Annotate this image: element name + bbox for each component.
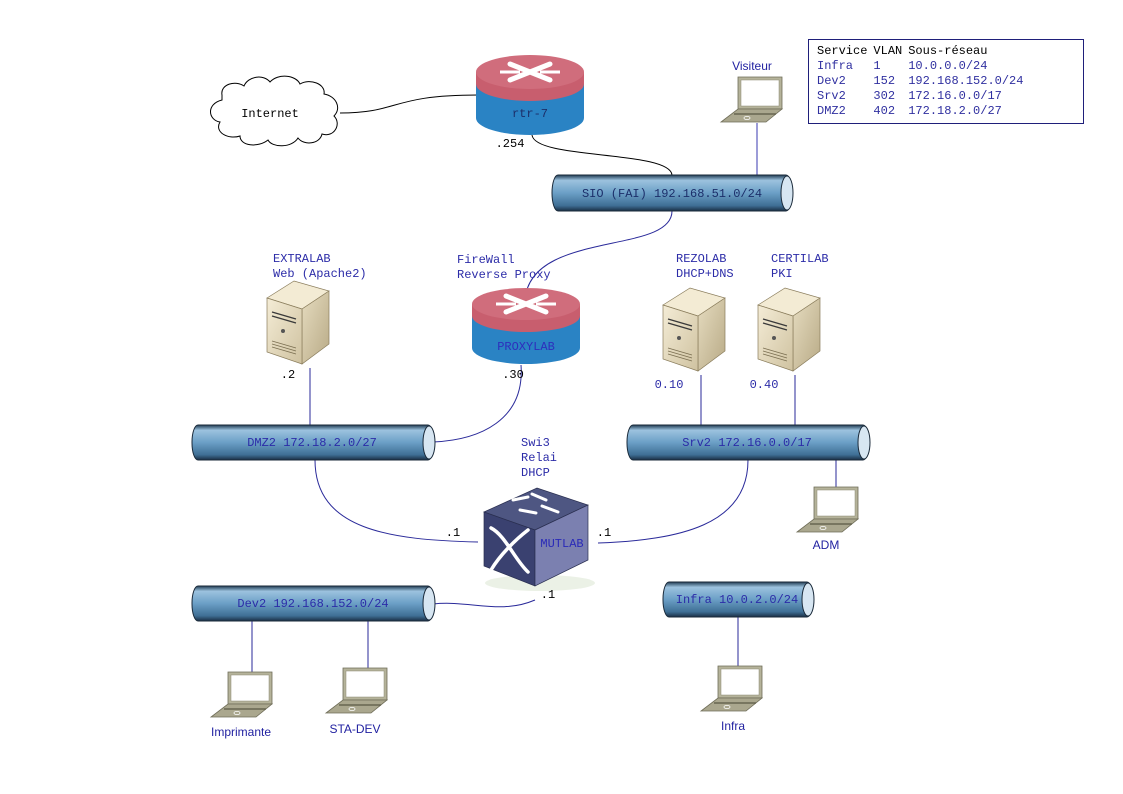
router-proxylab[interactable]: PROXYLAB — [472, 288, 580, 364]
laptop-visiteur[interactable] — [719, 76, 784, 123]
switch-ip-left: .1 — [446, 526, 460, 540]
rezolab-role: DHCP+DNS — [676, 267, 734, 281]
link-dmz2-switch — [314, 459, 479, 543]
segment-infra[interactable]: Infra 10.0.2.0/24 — [662, 581, 815, 618]
cell-vlan: 1 — [873, 59, 881, 73]
segment-srv2[interactable]: Srv2 172.16.0.0/17 — [626, 424, 871, 461]
cell-subnet: 10.0.0.0/24 — [908, 59, 988, 73]
server-rezolab[interactable] — [662, 287, 726, 372]
router-label: rtr-7 — [512, 107, 548, 121]
link-srv2-switch — [597, 459, 749, 544]
server-icon — [757, 287, 821, 372]
segment-label: Dev2 192.168.152.0/24 — [237, 597, 388, 611]
switch-ip-right: .1 — [597, 526, 611, 540]
server-icon — [662, 287, 726, 372]
certilab-ip: 0.40 — [750, 378, 779, 392]
laptop-imprimante[interactable] — [209, 671, 274, 718]
extralab-name: EXTRALAB — [273, 252, 331, 266]
cell-vlan: 302 — [873, 89, 896, 103]
laptop-icon — [324, 667, 389, 714]
server-certilab[interactable] — [757, 287, 821, 372]
switch-icon — [483, 487, 595, 591]
cell-subnet: 172.16.0.0/17 — [908, 89, 1002, 103]
table-header: Service VLAN Sous-réseau — [817, 44, 1029, 59]
segment-label: DMZ2 172.18.2.0/27 — [247, 436, 377, 450]
segment-dev2[interactable]: Dev2 192.168.152.0/24 — [191, 585, 436, 622]
router-icon — [472, 288, 580, 364]
header-vlan: VLAN — [873, 44, 903, 58]
rtr7-ip: .254 — [496, 137, 525, 151]
laptop-icon — [209, 671, 274, 718]
segment-label: SIO (FAI) 192.168.51.0/24 — [582, 187, 762, 201]
laptop-sta-dev[interactable] — [324, 667, 389, 714]
infra-label: Infra — [721, 719, 745, 733]
links — [251, 94, 837, 672]
rezolab-name: REZOLAB — [676, 252, 726, 266]
cell-vlan: 152 — [873, 74, 896, 88]
switch-title-line2: Relai — [521, 451, 557, 465]
cell-subnet: 172.18.2.0/27 — [908, 104, 1002, 118]
server-icon — [266, 280, 330, 365]
cell-service: Dev2 — [817, 74, 846, 88]
extralab-role: Web (Apache2) — [273, 267, 367, 281]
router-icon — [476, 55, 584, 135]
segment-label: Srv2 172.16.0.0/17 — [682, 436, 812, 450]
cell-service: Srv2 — [817, 89, 846, 103]
switch-title-line3: DHCP — [521, 466, 550, 480]
segment-label: Infra 10.0.2.0/24 — [676, 593, 798, 607]
server-extralab[interactable] — [266, 280, 330, 365]
cell-service: Infra — [817, 59, 854, 73]
cell-subnet: 192.168.152.0/24 — [908, 74, 1024, 88]
segment-dmz2[interactable]: DMZ2 172.18.2.0/27 — [191, 424, 436, 461]
table-row: Infra 1 10.0.0.0/24 — [817, 59, 1029, 74]
cell-service: DMZ2 — [817, 104, 846, 118]
laptop-infra[interactable] — [699, 665, 764, 712]
cell-vlan: 402 — [873, 104, 896, 118]
visiteur-label: Visiteur — [732, 59, 772, 73]
laptop-icon — [795, 486, 860, 533]
router-label: PROXYLAB — [497, 340, 555, 354]
link-sio-proxy — [524, 210, 673, 301]
link-dev2-switch — [432, 599, 536, 608]
switch-ip-bottom: .1 — [541, 588, 555, 602]
laptop-icon — [719, 76, 784, 123]
switch-mutlab[interactable]: MUTLAB — [483, 487, 595, 591]
router-rtr7[interactable]: rtr-7 — [476, 55, 584, 135]
table-row: Srv2 302 172.16.0.0/17 — [817, 89, 1029, 104]
link-internet-rtr7 — [339, 94, 479, 114]
switch-label: MUTLAB — [540, 537, 583, 551]
laptop-adm[interactable] — [795, 486, 860, 533]
certilab-role: PKI — [771, 267, 793, 281]
cloud-label: Internet — [241, 107, 299, 121]
table-row: DMZ2 402 172.18.2.0/27 — [817, 104, 1029, 119]
sta-dev-label: STA-DEV — [329, 722, 380, 736]
proxy-title-line2: Reverse Proxy — [457, 268, 551, 282]
adm-label: ADM — [813, 538, 840, 552]
header-service: Service — [817, 44, 868, 58]
vlan-table: Service VLAN Sous-réseau Infra 1 10.0.0.… — [817, 44, 1029, 119]
header-subnet: Sous-réseau — [908, 44, 988, 58]
table-row: Dev2 152 192.168.152.0/24 — [817, 74, 1029, 89]
proxy-ip: .30 — [502, 368, 524, 382]
link-rtr7-sio — [531, 134, 673, 176]
rezolab-ip: 0.10 — [655, 378, 684, 392]
link-proxy-dmz2 — [432, 364, 522, 443]
proxy-title-line1: FireWall — [457, 253, 515, 267]
imprimante-label: Imprimante — [211, 725, 271, 739]
extralab-ip: .2 — [281, 368, 295, 382]
segment-sio[interactable]: SIO (FAI) 192.168.51.0/24 — [551, 174, 794, 212]
certilab-name: CERTILAB — [771, 252, 829, 266]
cloud-icon — [210, 75, 339, 147]
laptop-icon — [699, 665, 764, 712]
vlan-legend: Service VLAN Sous-réseau Infra 1 10.0.0.… — [808, 39, 1084, 124]
switch-title-line1: Swi3 — [521, 436, 550, 450]
internet-cloud: Internet — [210, 75, 339, 147]
